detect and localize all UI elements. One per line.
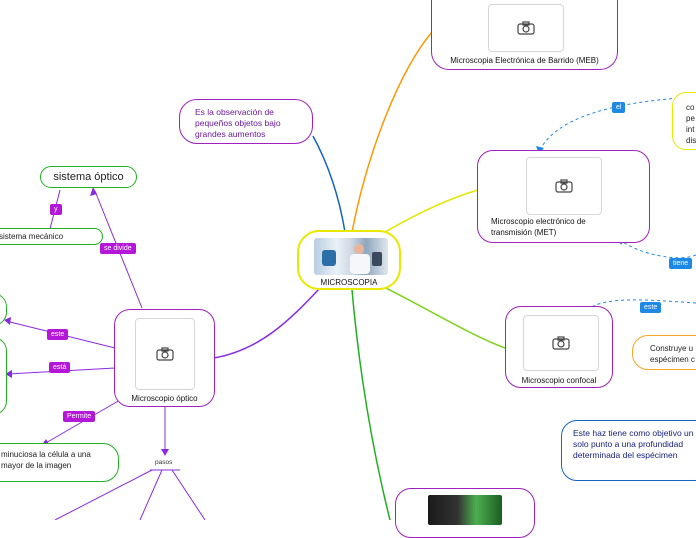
confocal-node[interactable]: Microscopio confocal xyxy=(505,306,613,388)
central-image xyxy=(314,238,388,275)
confocal-desc-node[interactable]: Este haz tiene como objetivo un solo pun… xyxy=(561,420,696,481)
meb-image xyxy=(488,4,564,52)
met-image xyxy=(526,157,602,215)
dashed-tiene xyxy=(619,239,696,259)
arrow-se-divide xyxy=(90,187,97,196)
meb-node[interactable]: Microscopia Electrónica de Barrido (MEB) xyxy=(431,0,618,70)
arrow-esta xyxy=(5,370,12,378)
left-node-esta[interactable] xyxy=(0,337,7,415)
central-title: MICROSCOPIA xyxy=(320,278,378,287)
tag-tiene: tiene xyxy=(669,258,693,269)
permite-text: minuciosa la célula a una mayor de la im… xyxy=(1,450,91,470)
dashed-el xyxy=(539,96,696,151)
sistema-mecanico-node[interactable]: sistema mecánico xyxy=(0,228,103,245)
optico-node[interactable]: Microscopio óptico xyxy=(114,309,215,407)
met-side-node[interactable]: co pe int dis xyxy=(672,92,696,150)
bottom-node[interactable] xyxy=(395,488,535,538)
connector-bottom xyxy=(351,289,391,520)
bottom-image xyxy=(428,495,502,525)
arrow-pasos xyxy=(161,449,169,456)
definition-node[interactable]: Es la observación de pequeños objetos ba… xyxy=(179,99,313,144)
connector-meb xyxy=(351,31,433,233)
connector-pasos-right xyxy=(171,469,206,520)
tag-esta: está xyxy=(49,362,71,373)
connector-definition xyxy=(312,135,346,233)
tag-este-right: este xyxy=(640,302,662,313)
sistema-mecanico-text: sistema mecánico xyxy=(0,232,64,241)
dashed-este-right xyxy=(584,299,696,313)
confocal-title: Microscopio confocal xyxy=(521,376,597,385)
central-node[interactable]: MICROSCOPIA xyxy=(297,230,401,290)
connector-confocal xyxy=(379,284,506,349)
camera-icon xyxy=(555,179,573,193)
confocal-desc-text: Este haz tiene como objetivo un solo pun… xyxy=(573,428,694,460)
confocal-side-node[interactable]: Construye u espécimen c xyxy=(632,335,696,370)
connector-optico xyxy=(213,287,321,359)
optico-image xyxy=(135,318,195,390)
tag-y: y xyxy=(50,204,62,215)
meb-title: Microscopia Electrónica de Barrido (MEB) xyxy=(450,56,599,65)
arrow-este-left xyxy=(4,317,11,325)
met-side-text: co pe int dis xyxy=(686,103,696,145)
met-title: Microscopio electrónico de transmisión (… xyxy=(491,217,586,237)
tag-pasos: pasos xyxy=(155,459,173,466)
connector-pasos-mid xyxy=(139,469,163,520)
definition-text: Es la observación de pequeños objetos ba… xyxy=(195,107,281,139)
tag-este-left: este xyxy=(47,329,69,340)
met-node[interactable]: Microscopio electrónico de transmisión (… xyxy=(477,150,650,243)
permite-node[interactable]: minuciosa la célula a una mayor de la im… xyxy=(0,443,119,482)
confocal-side-text: Construye u espécimen c xyxy=(650,344,695,364)
sistema-optico-node[interactable]: sistema óptico xyxy=(40,166,137,188)
confocal-image xyxy=(523,315,599,371)
sistema-optico-text: sistema óptico xyxy=(53,171,124,183)
connector-met xyxy=(384,189,479,233)
connector-pasos-left xyxy=(54,469,153,520)
tag-el: el xyxy=(612,102,626,113)
tag-se-divide: se divide xyxy=(100,243,136,254)
camera-icon xyxy=(156,347,174,361)
optico-title: Microscopio óptico xyxy=(131,394,198,403)
connector-permite xyxy=(43,399,121,445)
camera-icon xyxy=(517,21,535,35)
tag-permite: Permite xyxy=(63,411,96,422)
camera-icon xyxy=(552,336,570,350)
